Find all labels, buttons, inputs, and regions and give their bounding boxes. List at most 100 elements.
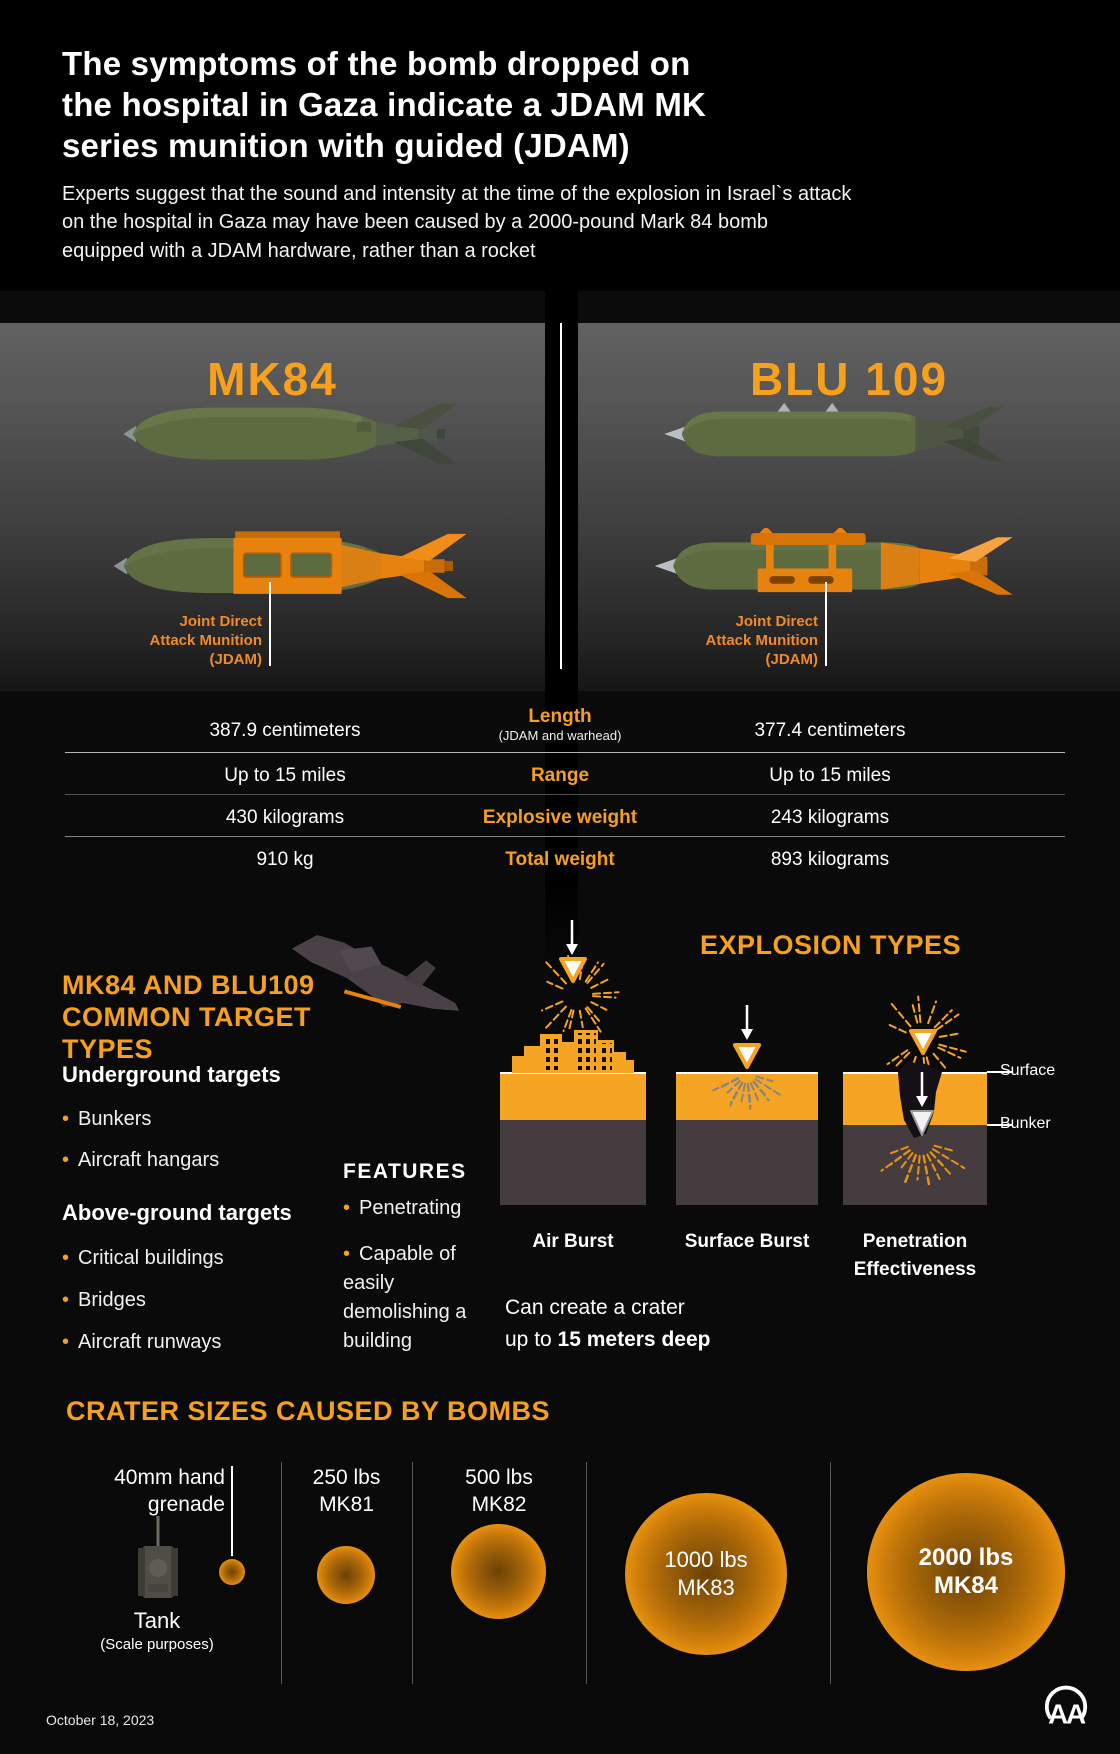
- list-item: •Capable of easily demolishing a buildin…: [343, 1240, 473, 1356]
- spec-length-right: 377.4 centimeters: [754, 720, 906, 741]
- crater-circle-mk84: 2000 lbs MK84: [867, 1473, 1065, 1671]
- down-arrow-icon: [741, 1005, 753, 1040]
- mk84-panel: [0, 323, 545, 691]
- blu109-bomb-illustration: [664, 402, 1004, 462]
- blu109-jdam-illustration: [654, 528, 1013, 595]
- spec-range-label: Range: [530, 765, 590, 786]
- list-item: • Critical buildings: [62, 1244, 322, 1273]
- list-item: •Aircraft hangars: [62, 1146, 322, 1175]
- bullet-icon: •: [62, 1247, 70, 1269]
- mk84-label-line: 2000 lbs: [918, 1544, 1014, 1571]
- features-heading: FEATURES: [343, 1160, 467, 1183]
- mk84-title: MK84: [207, 353, 338, 405]
- jdam-label-line: Joint Direct: [179, 613, 262, 630]
- center-divider-line: [560, 323, 562, 669]
- spec-range-left: Up to 15 miles: [224, 765, 346, 786]
- explosion-types-heading: EXPLOSION TYPES: [700, 930, 962, 960]
- grenade-label-line: 40mm hand: [114, 1466, 225, 1489]
- bunker-pointer-line: [987, 1124, 1013, 1126]
- blu109-title: BLU 109: [749, 353, 949, 405]
- crater-note-line1: Can create a crater: [505, 1296, 685, 1319]
- bullet-icon: •: [343, 1197, 351, 1219]
- crater-note: Can create a crater up to 15 meters deep: [505, 1292, 905, 1355]
- crater-circle-mk83: 1000 lbs MK83: [625, 1493, 787, 1655]
- list-item: • Bridges: [62, 1286, 322, 1315]
- explosion-sparks: [880, 1144, 966, 1188]
- blu109-jdam-pointer-line: [825, 582, 827, 666]
- mk84-jdam-illustration: [113, 531, 467, 599]
- crater-note-line2: up to 15 meters deep: [505, 1324, 905, 1356]
- table-separator: [65, 752, 1065, 753]
- crater-note-prefix: up to: [505, 1327, 558, 1351]
- spec-range-right: Up to 15 miles: [769, 765, 891, 786]
- spec-length-label: Length: [528, 706, 592, 727]
- list-item-label: Aircraft hangars: [78, 1149, 220, 1171]
- list-item-label: Bunkers: [78, 1108, 152, 1130]
- bullet-icon: •: [343, 1243, 351, 1265]
- tank-icon: [138, 1516, 178, 1598]
- crater-divider: [830, 1462, 831, 1684]
- crater-sizes-heading: CRATER SIZES CAUSED BY BOMBS: [66, 1396, 551, 1426]
- crater-divider: [281, 1462, 282, 1684]
- bullet-icon: •: [62, 1331, 70, 1353]
- mk82-label-line: 500 lbs: [465, 1466, 533, 1489]
- explosion-sparks: [886, 995, 967, 1089]
- svg-text:AA: AA: [1048, 1699, 1086, 1728]
- spec-explosive-label: Explosive weight: [482, 807, 638, 828]
- mk83-label-line: 1000 lbs: [664, 1547, 748, 1572]
- list-item-label: Capable of easily demolishing a building: [343, 1243, 467, 1352]
- explosion-sparks: [712, 1075, 781, 1110]
- tank-label: Tank: [133, 1608, 181, 1633]
- agency-logo: AA: [1044, 1685, 1088, 1728]
- air-burst-ground-subsoil: [500, 1120, 646, 1205]
- bullet-icon: •: [62, 1289, 70, 1311]
- page-subtitle: Experts suggest that the sound and inten…: [62, 183, 852, 262]
- blu109-panel: [578, 323, 1120, 691]
- air-burst-ground-surface: [500, 1072, 646, 1120]
- date-label: October 18, 2023: [46, 1712, 155, 1728]
- jdam-label-line: (JDAM): [209, 651, 263, 668]
- list-item: • Penetrating: [343, 1194, 503, 1223]
- list-item-label: Penetrating: [359, 1197, 462, 1219]
- air-burst-caption: Air Burst: [532, 1231, 614, 1252]
- tank-sublabel: (Scale purposes): [100, 1636, 214, 1653]
- jdam-label-line: (JDAM): [765, 651, 819, 668]
- penetration-caption: Penetration Effectiveness: [853, 1231, 977, 1280]
- grenade-label-line: grenade: [147, 1493, 225, 1516]
- mk83-label-line: MK83: [677, 1575, 735, 1600]
- grenade-label: 40mm hand grenade: [95, 1464, 225, 1518]
- surface-label: Surface: [1000, 1062, 1056, 1079]
- jdam-label-line: Attack Munition: [149, 632, 263, 649]
- crater-divider: [586, 1462, 587, 1684]
- surface-burst-caption: Surface Burst: [684, 1231, 810, 1252]
- page-title: The symptoms of the bomb dropped on the …: [62, 45, 707, 164]
- surface-burst-ground-surface: [676, 1072, 818, 1120]
- mk84-jdam-pointer-line: [269, 582, 271, 666]
- bullet-icon: •: [62, 1108, 70, 1130]
- table-separator: [65, 836, 1065, 837]
- bomb-triangle-icon: [559, 957, 587, 983]
- grenade-pointer-line: [231, 1466, 233, 1556]
- spec-total-right: 893 kilograms: [770, 849, 890, 870]
- penetrator-triangle-icon: [910, 1110, 934, 1136]
- list-item-label: Bridges: [78, 1289, 146, 1311]
- targets-heading: MK84 AND BLU109 COMMON TARGET TYPES: [62, 970, 315, 1064]
- list-item-label: Critical buildings: [78, 1247, 224, 1269]
- city-skyline-icon: [512, 1030, 634, 1073]
- above-ground-targets-title: Above-ground targets: [62, 1200, 292, 1225]
- list-item: • Bunkers: [62, 1105, 322, 1134]
- spec-explosive-left: 430 kilograms: [225, 807, 345, 828]
- bomb-triangle-icon: [909, 1029, 937, 1055]
- bomb-triangle-icon: [733, 1043, 761, 1069]
- jdam-label-line: Joint Direct: [735, 613, 818, 630]
- list-item: •Aircraft runways: [62, 1328, 322, 1357]
- spec-explosive-right: 243 kilograms: [770, 807, 890, 828]
- mk82-label-line: MK82: [471, 1493, 527, 1516]
- jdam-label-line: Attack Munition: [705, 632, 819, 649]
- mk84-jdam-label: Joint Direct Attack Munition (JDAM): [120, 612, 263, 669]
- mk83-label: 1000 lbs MK83: [664, 1546, 747, 1602]
- underground-targets-title: Underground targets: [62, 1062, 281, 1087]
- mk82-label: 500 lbs MK82: [412, 1464, 586, 1518]
- mk81-label-line: MK81: [319, 1493, 374, 1516]
- mk81-label: 250 lbs MK81: [281, 1464, 412, 1518]
